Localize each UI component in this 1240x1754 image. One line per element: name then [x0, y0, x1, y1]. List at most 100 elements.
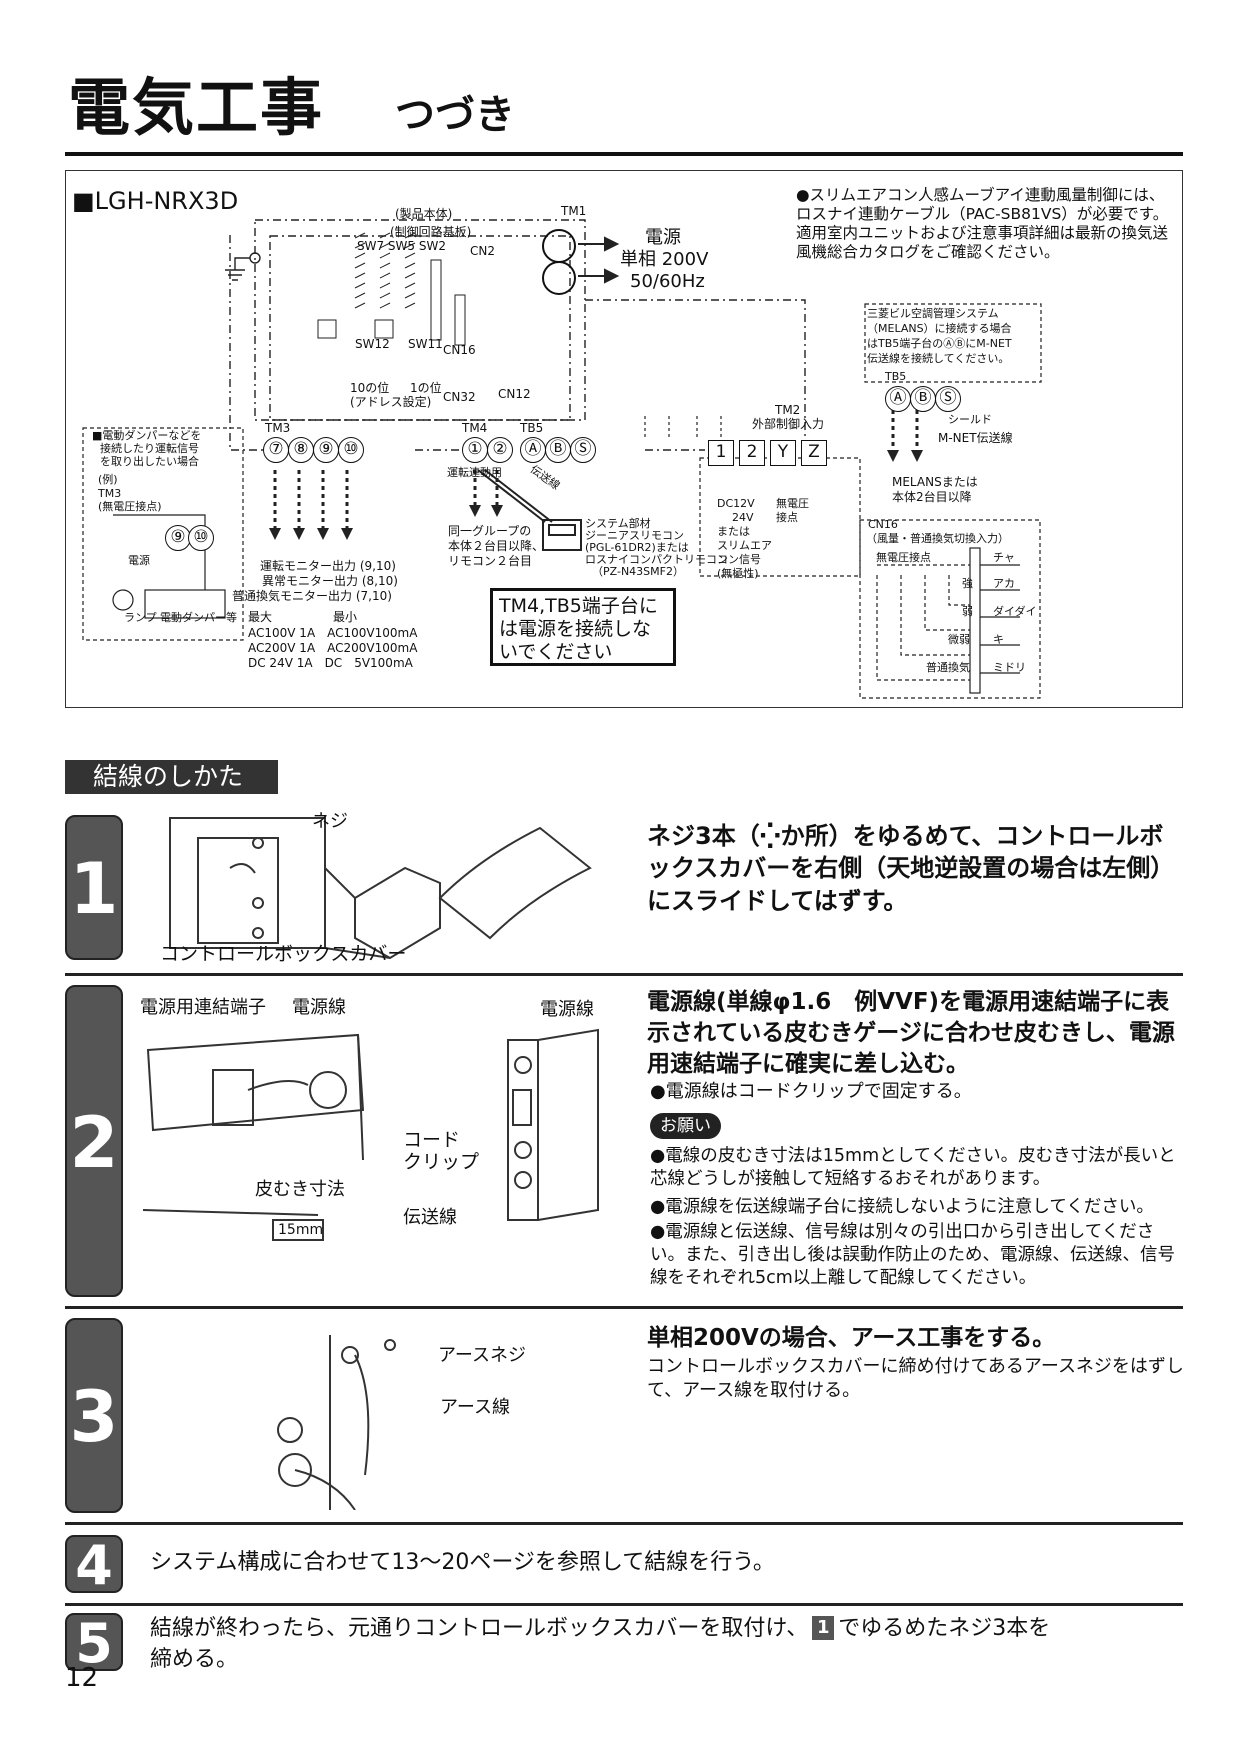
- melans-terminal-s: Ⓢ: [935, 386, 961, 412]
- tm2-note-3: または: [717, 525, 750, 538]
- title-rule: [65, 152, 1183, 156]
- wiring-diagram: [65, 170, 1183, 708]
- request-bullet-1: ●電線の皮むき寸法は15mmとしてください。皮むき寸法が長いと芯線どうしが接触し…: [650, 1146, 1176, 1190]
- step-2-illustration: [142, 1028, 599, 1241]
- step-3-sub: コントロールボックスカバーに締め付けてあるアースネジをはずして、アース線を取付け…: [647, 1356, 1184, 1402]
- cn16-strong: 強: [962, 577, 973, 590]
- step-ref-box: 1: [812, 1616, 835, 1640]
- tm2-terminal-y: Y: [770, 440, 796, 466]
- screw-label: ネジ: [312, 811, 348, 832]
- model-label: ■LGH-NRX3D: [72, 187, 239, 215]
- wire-orange: ダイダイ: [993, 605, 1037, 618]
- tb5-terminal-s: Ⓢ: [570, 437, 596, 463]
- rating-row-3: DC 24V 1A DC 5V100mA: [248, 656, 413, 670]
- output-normal: 普通換気モニター出力 (7,10): [232, 589, 392, 603]
- rating-row-2: AC200V 1A AC200V100mA: [248, 641, 418, 655]
- power-label: 電源: [645, 227, 681, 248]
- tm4-terminal-1: ①: [462, 437, 488, 463]
- remote-1: システム部材: [585, 517, 651, 530]
- rule-3: [65, 1522, 1183, 1525]
- cn16-sub: （風量・普通換気切換入力）: [866, 532, 1009, 545]
- terminal-label: 電源用連結端子: [140, 997, 266, 1018]
- step-3-illustration: [277, 1335, 396, 1510]
- tm2-terminal-z: Z: [801, 440, 827, 466]
- step-5-text-line2: 締める。: [150, 1647, 239, 1672]
- step-4-text: システム構成に合わせて13〜20ページを参照して結線を行う。: [150, 1550, 775, 1575]
- cn32-label: CN32: [443, 390, 476, 404]
- power-frequency: 50/60Hz: [630, 271, 705, 292]
- damper-terminal-10: ⑩: [188, 525, 214, 551]
- group-note-1: 同一グループの: [448, 524, 532, 538]
- tm3-terminal-9: ⑨: [313, 437, 339, 463]
- tm2-terminal-2: 2: [739, 440, 765, 466]
- melans-note-2: （MELANS）に接続する場合: [867, 322, 1012, 335]
- step-5-number: 5: [65, 1613, 123, 1673]
- melans-target-2: 本体2台目以降: [892, 490, 972, 504]
- output-fault: 異常モニター出力 (8,10): [262, 574, 398, 588]
- sw-labels: SW7 SW5 SW2: [357, 239, 446, 253]
- damper-note-3: を取り出したい場合: [100, 455, 199, 468]
- strip-mm-label: 15mm: [278, 1222, 324, 1238]
- sw11-label: SW11: [408, 337, 443, 351]
- step-3-number: 3: [65, 1318, 123, 1513]
- tb5-label: TB5: [520, 421, 544, 435]
- step-2-sub: ●電源線はコードクリップで固定する。: [650, 1081, 972, 1102]
- cn12-label: CN12: [498, 387, 531, 401]
- damper-terminal-9: ⑨: [165, 525, 191, 551]
- step-5-text-b: でゆるめたネジ3本を: [838, 1616, 1051, 1641]
- tm2-contact-1: 無電圧: [776, 497, 809, 510]
- cn16-label: CN16: [443, 343, 476, 357]
- melans-terminal-a: Ⓐ: [885, 386, 911, 412]
- melans-tb5: TB5: [885, 370, 907, 383]
- tm3-label: TM3: [265, 421, 291, 435]
- melans-note-3: はTB5端子台のⒶⒷにM-NET: [867, 337, 1012, 350]
- rating-row-1: AC100V 1A AC100V100mA: [248, 626, 418, 640]
- damper-note-1: ■電動ダンパーなどを: [92, 429, 202, 442]
- cn16-micro: 微弱: [948, 633, 970, 646]
- request-bullet-3: ●電源線と伝送線、信号線は別々の引出口から引き出してください。また、引き出し後は…: [650, 1222, 1175, 1289]
- step-3-text: 単相200Vの場合、アース工事をする。: [647, 1325, 1056, 1351]
- sw12-sub: 10の位: [350, 381, 390, 395]
- damper-note-2: 接続したり運転信号: [100, 442, 199, 455]
- remote-3: (PGL-61DR2)または: [585, 541, 689, 554]
- tm2-note-1: DC12V: [717, 497, 755, 510]
- damper-device: 電動ダンパー等: [160, 611, 237, 624]
- product-body-label: (製品本体): [395, 207, 453, 221]
- step-1-text: ネジ3本（⁛か所）をゆるめて、コントロールボックスカバーを右側（天地逆設置の場合…: [647, 822, 1175, 915]
- melans-note-4: 伝送線を接続してください。: [867, 352, 1010, 365]
- section-heading: 結線のしかた: [65, 760, 278, 794]
- power-wire-label-2: 電源線: [540, 999, 594, 1020]
- wire-green: ミドリ: [993, 661, 1026, 674]
- wire-brown: チャ: [993, 551, 1015, 564]
- melans-target-1: MELANSまたは: [892, 475, 978, 489]
- melans-note-1: 三菱ビル空調管理システム: [867, 307, 999, 320]
- step-1-number: 1: [65, 815, 123, 960]
- rule-2: [65, 1306, 1183, 1309]
- melans-terminal-b: Ⓑ: [910, 386, 936, 412]
- tb5-terminal-a: Ⓐ: [520, 437, 546, 463]
- tm3-terminal-10: ⑩: [338, 437, 364, 463]
- group-note-2: 本体２台目以降、: [448, 539, 545, 553]
- tm3-terminal-7: ⑦: [263, 437, 289, 463]
- power-terminal-1: [542, 229, 576, 263]
- damper-lamp: ランプ: [124, 611, 157, 624]
- wire-red: アカ: [993, 577, 1015, 590]
- tm4-side-label: 運転連動用: [447, 466, 502, 479]
- request-badge: お願い: [650, 1113, 721, 1139]
- request-bullet-2: ●電源線を伝送線端子台に接続しないように注意してください。: [650, 1197, 1154, 1217]
- cn16-title: CN16: [868, 518, 898, 531]
- tm2-sub: 外部制御入力: [752, 417, 825, 431]
- mnet-label: M-NET伝送線: [938, 431, 1013, 445]
- rule-4: [65, 1603, 1183, 1606]
- shield-label: シールド: [948, 413, 992, 426]
- tm2-note-2: 24V: [732, 511, 754, 524]
- transmission-wire-label: 伝送線: [403, 1207, 457, 1228]
- rule-1: [65, 973, 1183, 976]
- cover-label: コントロールボックスカバー: [160, 943, 407, 965]
- output-min: 最小: [333, 610, 358, 624]
- page-number: 12: [65, 1663, 99, 1693]
- step-5-text-a: 結線が終わったら、元通りコントロールボックスカバーを取付け、: [150, 1616, 809, 1641]
- tm2-label: TM2: [775, 403, 801, 417]
- page-title: 電気工事: [68, 71, 325, 144]
- cn16-normal: 普通換気: [926, 661, 970, 674]
